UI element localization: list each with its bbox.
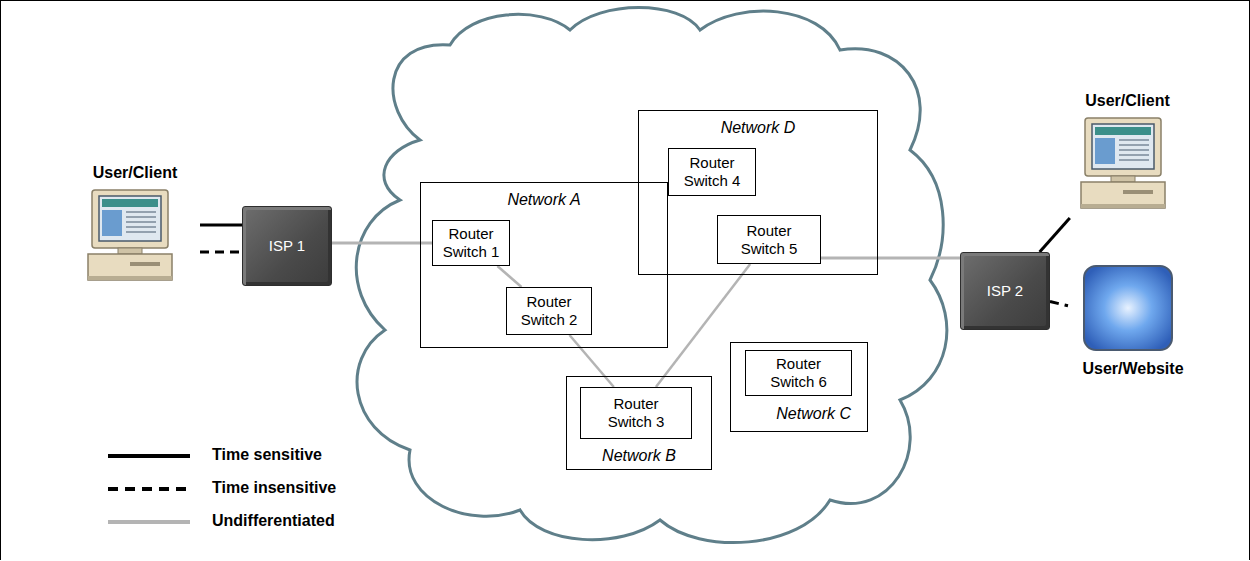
network-link <box>497 266 521 287</box>
legend-sample-line <box>108 487 190 491</box>
monitor-case <box>92 190 168 248</box>
screen-line <box>1119 144 1149 146</box>
cloud-outline <box>356 8 947 543</box>
monitor-neck <box>118 248 142 254</box>
network-box: Network A Router Switch 1 Router Switch 2 <box>420 182 668 348</box>
network-link <box>821 257 960 260</box>
network-box: Network D Router Switch 4 Router Switch 5 <box>638 110 878 275</box>
screen-line <box>126 226 156 228</box>
router-box: Router Switch 6 <box>745 350 852 396</box>
website-icon <box>1082 264 1174 352</box>
isp-label: ISP 2 <box>987 282 1023 300</box>
network-link <box>1050 302 1068 306</box>
network-link <box>656 264 750 387</box>
monitor-neck <box>1111 176 1135 182</box>
legend-label: Undifferentiated <box>212 512 335 530</box>
screen-line <box>126 211 156 213</box>
node-label: User/Client <box>70 164 200 182</box>
drive-slot <box>1123 190 1153 194</box>
network-box: Network C Router Switch 6 <box>730 342 868 432</box>
client-computer: User/Client <box>70 160 200 310</box>
network-link <box>332 242 432 245</box>
computer-base <box>88 254 172 280</box>
router-label: Router Switch 2 <box>516 293 582 329</box>
legend-label: Time sensitive <box>212 446 322 464</box>
base-shadow <box>1081 204 1165 208</box>
router-label: Router Switch 1 <box>438 225 504 261</box>
isp-box: ISP 2 <box>960 252 1050 330</box>
monitor-screen <box>1092 124 1154 169</box>
isp-label: ISP 1 <box>269 237 305 255</box>
isp-box: ISP 1 <box>242 206 332 286</box>
client-computer: User/Client <box>1060 88 1195 218</box>
network-label: Network A <box>421 191 667 209</box>
router-label: Router Switch 3 <box>603 395 669 431</box>
screen-line <box>126 231 156 233</box>
network-link <box>569 335 613 387</box>
website-square <box>1084 266 1172 350</box>
router-box: Router Switch 2 <box>506 287 592 335</box>
network-label: Network D <box>639 119 877 137</box>
monitor-screen <box>99 196 161 241</box>
node-label: User/Website <box>1068 360 1198 378</box>
website-node: User/Website <box>1068 262 1198 380</box>
router-box: Router Switch 4 <box>668 148 756 196</box>
network-label: Network B <box>567 447 711 465</box>
screen-header <box>1095 127 1151 135</box>
network-link <box>200 251 242 254</box>
router-box: Router Switch 1 <box>432 220 510 266</box>
legend-label: Time insensitive <box>212 479 336 497</box>
computer-icon <box>80 188 180 288</box>
drive-slot <box>130 262 160 266</box>
legend-sample-line <box>108 520 190 524</box>
screen-block <box>1095 138 1115 164</box>
router-label: Router Switch 5 <box>736 222 802 258</box>
router-box: Router Switch 3 <box>580 387 692 439</box>
screen-line <box>1119 149 1149 151</box>
router-label: Router Switch 4 <box>679 154 745 190</box>
legend-sample-line <box>108 454 190 458</box>
network-label: Network C <box>776 405 851 423</box>
screen-header <box>102 199 158 207</box>
router-box: Router Switch 5 <box>717 215 821 264</box>
screen-line <box>1119 139 1149 141</box>
node-label: User/Client <box>1060 92 1195 110</box>
monitor-case <box>1085 118 1161 176</box>
computer-base <box>1081 182 1165 208</box>
screen-block <box>102 210 122 236</box>
screen-line <box>126 216 156 218</box>
base-shadow <box>88 276 172 280</box>
network-box: Network B Router Switch 3 <box>566 376 712 470</box>
computer-icon <box>1073 116 1173 216</box>
network-link <box>200 224 242 227</box>
network-link <box>1040 218 1070 252</box>
screen-line <box>126 221 156 223</box>
screen-line <box>1119 154 1149 156</box>
router-label: Router Switch 6 <box>766 355 832 391</box>
screen-line <box>1119 159 1149 161</box>
